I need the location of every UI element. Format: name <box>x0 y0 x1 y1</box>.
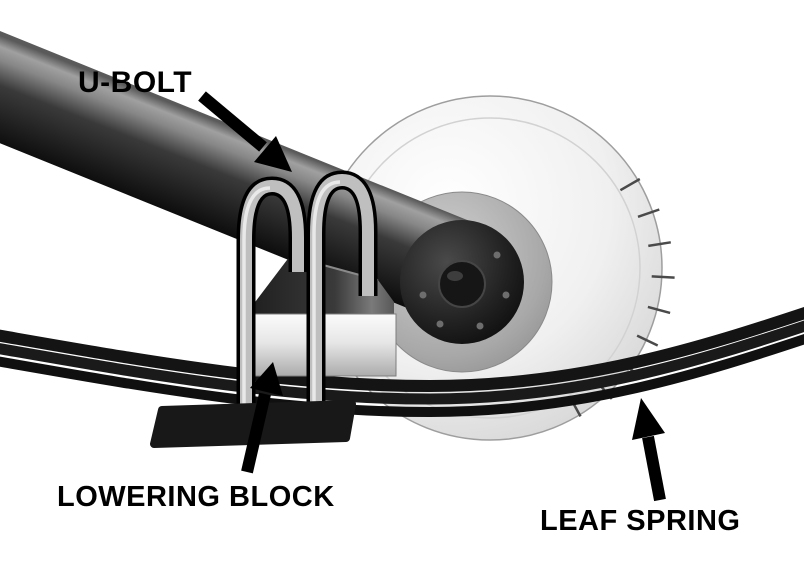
u-bolt-arrow <box>198 91 292 172</box>
u-bolt-front <box>236 176 308 433</box>
u-bolts <box>236 170 378 433</box>
u-bolt-label: U-BOLT <box>78 66 193 99</box>
center-cap <box>438 260 486 308</box>
wheel-studs <box>419 251 510 330</box>
lowering-block-label: LOWERING BLOCK <box>57 481 335 513</box>
u-bolt-rear <box>306 170 378 416</box>
leaf-spring <box>0 306 804 418</box>
axle-drum <box>400 220 524 344</box>
lowering-block-arrow <box>241 362 283 474</box>
axle-tube <box>0 31 472 319</box>
leaf-spring-arrow <box>632 398 666 502</box>
leaf-spring-label: LEAF SPRING <box>540 505 741 537</box>
